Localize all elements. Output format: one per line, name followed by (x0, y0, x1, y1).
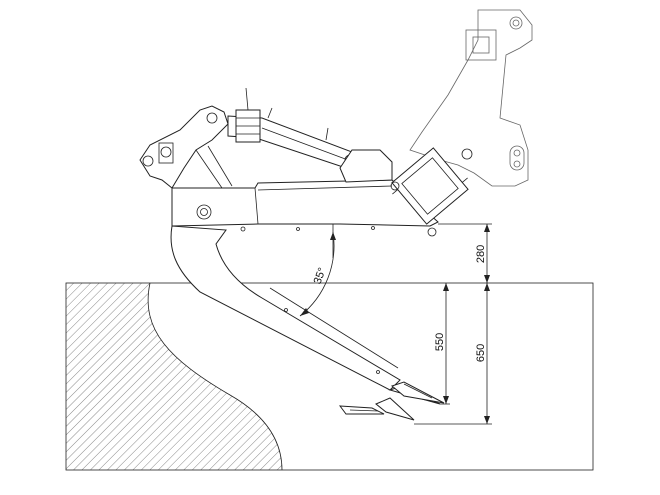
frame-pivot-bolt (196, 204, 212, 220)
angle-label: 35° (312, 266, 329, 286)
clamp-inner (401, 157, 459, 215)
ground-section (65, 282, 594, 471)
angle-arrow-top (330, 232, 336, 240)
hitch-lower-slot (509, 145, 525, 171)
hitch-lower-hole (513, 149, 521, 157)
hitch-top-hole (509, 16, 523, 30)
vertical-dimensions: 280 650 550 (414, 223, 492, 425)
linkage-brace (195, 149, 223, 189)
tine-depth-label: 550 (434, 333, 446, 351)
cylinder-mount-lug (339, 149, 393, 183)
tine-rivet (284, 308, 288, 312)
angle-arrow-bottom (300, 308, 309, 316)
tine-rivet-2 (376, 370, 380, 374)
clamp-outer (391, 147, 469, 225)
frame-height-arrow-bottom (484, 275, 490, 283)
ripper-tine (170, 225, 445, 421)
soil-hatched-area (66, 283, 282, 470)
linkage-brace-2 (207, 145, 233, 187)
hitch-lower-hole-2 (513, 160, 521, 168)
working-depth-label: 650 (475, 344, 487, 362)
frame-pivot-bolt-inner (200, 208, 208, 216)
frame-small-hole-2 (296, 227, 300, 231)
cylinder-fitting (325, 127, 329, 141)
tine-wing-detail (349, 409, 379, 412)
frame-small-hole-3 (371, 226, 375, 230)
tine-point-detail (403, 383, 433, 399)
working-depth-arrow-bottom (484, 416, 490, 424)
soil-boundary-curve (147, 282, 283, 471)
hitch-plate (409, 9, 533, 187)
tine-shank-inner-line (269, 287, 399, 369)
frame-height-arrow-top (484, 224, 490, 232)
hitch-top-hole-inner (512, 19, 520, 27)
angle-dimension: 35° (299, 224, 336, 317)
frame-height-label: 280 (475, 245, 487, 263)
tine-point (390, 381, 445, 404)
linkage-top-pin (206, 112, 218, 124)
clamp-bolt-bottom (461, 177, 468, 183)
linkage-pin-block (158, 142, 174, 164)
linkage-arm-rear (139, 105, 229, 189)
frame-clamp (391, 147, 469, 225)
tine-depth-arrow-bottom (443, 396, 449, 404)
tine-shank (170, 225, 401, 391)
main-frame (171, 179, 439, 232)
cylinder-hose (245, 87, 249, 111)
tine-depth-arrow-top (443, 283, 449, 291)
frame-small-hole (240, 226, 246, 232)
linkage-rear-pin (142, 155, 154, 167)
ground-outline (65, 282, 594, 471)
clamp-bolt-head-2 (390, 181, 400, 191)
tine-wing (375, 397, 415, 421)
hitch-square-socket (465, 29, 497, 61)
frame-beam-seam (254, 187, 259, 225)
working-depth-arrow-top (484, 283, 490, 291)
frame-beam-top-line (257, 185, 393, 191)
frame-beam (171, 179, 439, 227)
hitch-square-socket-inner (472, 36, 490, 54)
cylinder-rod-line (261, 127, 349, 161)
hitch-bracket (409, 9, 533, 187)
clamp-bolt-head (461, 148, 473, 160)
cylinder-hose-2 (267, 107, 273, 119)
clamp-bolt-top (392, 189, 399, 195)
linkage-assembly (139, 87, 393, 189)
tine-wing-left (338, 405, 385, 415)
clamp-bolt-head-3 (427, 227, 437, 237)
angle-arc (299, 231, 335, 317)
linkage-mid-pin (160, 146, 172, 158)
